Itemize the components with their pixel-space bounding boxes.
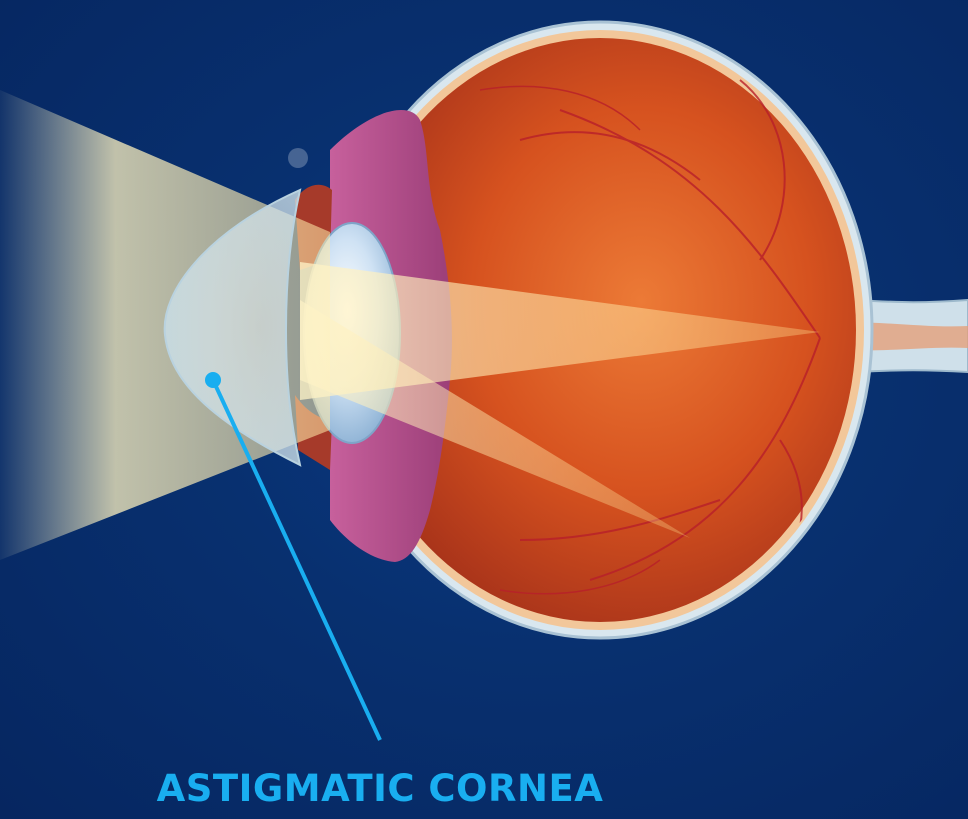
astigmatic-cornea-label: ASTIGMATIC CORNEA <box>0 770 760 807</box>
callout-pointer-dot <box>205 372 221 388</box>
